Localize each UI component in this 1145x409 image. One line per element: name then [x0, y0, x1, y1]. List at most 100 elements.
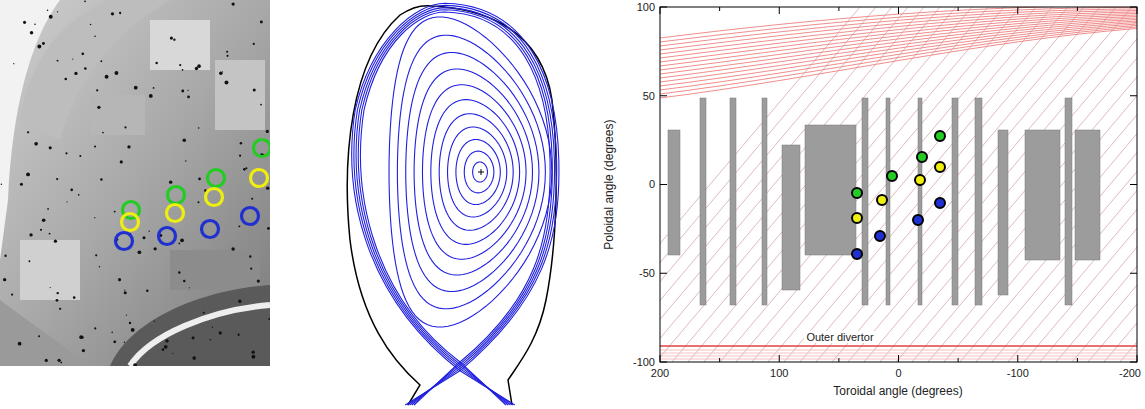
- speckle: [95, 254, 97, 256]
- speckle: [26, 172, 30, 176]
- speckle: [231, 247, 234, 250]
- probe-circle: [208, 170, 225, 187]
- speckle: [40, 229, 42, 231]
- field-line: [672, 7, 972, 362]
- speckle: [96, 89, 98, 91]
- speckle: [84, 67, 87, 70]
- speckle: [90, 24, 91, 25]
- speckle: [49, 15, 53, 19]
- tick-mark: [660, 7, 667, 8]
- speckle: [266, 186, 269, 189]
- flux-contour: [361, 12, 551, 405]
- speckle: [192, 337, 195, 340]
- tick-mark: [1130, 184, 1137, 185]
- tick-mark: [1130, 273, 1137, 274]
- field-lines: [660, 7, 1137, 362]
- tick-mark: [719, 7, 720, 11]
- speckle: [81, 52, 84, 55]
- field-line: [660, 7, 892, 362]
- field-line: [832, 7, 1132, 362]
- wall-tiles: [668, 98, 1100, 305]
- probe-circle: [254, 140, 271, 157]
- speckle: [57, 60, 59, 62]
- tick-mark: [1130, 7, 1137, 8]
- speckle: [127, 145, 130, 148]
- tick-label: 0: [895, 367, 901, 379]
- plot-frame: [660, 7, 1137, 362]
- probe-point: [935, 198, 945, 208]
- probe-points: [852, 131, 945, 259]
- flux-contour: [356, 8, 554, 405]
- speckle: [11, 293, 13, 295]
- speckle: [124, 342, 125, 343]
- speckle: [28, 260, 30, 262]
- speckle: [30, 31, 33, 34]
- field-line: [660, 353, 1137, 354]
- speckle: [20, 183, 23, 186]
- tick-mark: [898, 355, 899, 362]
- speckle: [198, 178, 201, 181]
- speckle: [131, 328, 135, 332]
- speckle: [66, 201, 67, 202]
- field-line: [912, 7, 1137, 362]
- speckle: [251, 198, 253, 200]
- probe-point: [852, 213, 862, 223]
- wall-tile: [805, 125, 856, 255]
- divertor-line: [660, 345, 1137, 347]
- speckle: [1, 183, 2, 184]
- wall-tile: [730, 98, 736, 305]
- field-line: [1024, 7, 1137, 362]
- tick-mark: [838, 358, 839, 362]
- speckle: [260, 21, 263, 24]
- speckle: [37, 44, 41, 48]
- speckle: [203, 312, 205, 314]
- speckle: [111, 332, 113, 334]
- speckle: [49, 146, 52, 149]
- speckle: [124, 289, 125, 290]
- speckle: [57, 11, 58, 12]
- tick-mark: [1130, 362, 1137, 363]
- tick-mark: [660, 184, 667, 185]
- speckle: [164, 345, 168, 349]
- flux-contour: [389, 17, 552, 327]
- speckle: [134, 86, 138, 90]
- speckle: [124, 126, 126, 128]
- field-line: [864, 7, 1137, 362]
- probe-point: [852, 188, 862, 198]
- field-line: [800, 7, 1100, 362]
- speckle: [111, 12, 114, 15]
- speckle: [74, 72, 77, 75]
- tick-label: 200: [651, 367, 669, 379]
- speckle: [70, 189, 73, 192]
- wall-tile: [700, 98, 706, 305]
- speckle: [42, 218, 46, 222]
- probe-circle: [159, 228, 176, 245]
- tick-mark: [1077, 7, 1078, 11]
- field-line: [704, 7, 1004, 362]
- speckle: [239, 155, 241, 157]
- speckle: [170, 37, 173, 40]
- tick-mark: [719, 358, 720, 362]
- flux-contour: [439, 114, 513, 230]
- speckle: [165, 339, 168, 342]
- tick-label: -100: [633, 356, 655, 368]
- speckle: [189, 287, 190, 288]
- tick-mark: [958, 7, 959, 11]
- speckle: [182, 138, 186, 142]
- tick-label: -50: [639, 267, 655, 279]
- flux-contour: [456, 139, 500, 204]
- vessel-panel: [90, 95, 145, 135]
- speckle: [250, 268, 252, 270]
- field-line: [976, 7, 1137, 362]
- field-line: [1104, 7, 1137, 362]
- speckle: [47, 10, 48, 11]
- speckle: [56, 299, 59, 302]
- speckle: [57, 359, 60, 362]
- speckle: [50, 287, 51, 288]
- speckle: [56, 178, 58, 180]
- tick-label: -200: [1119, 367, 1141, 379]
- flux-contour: [464, 151, 494, 193]
- flux-contour: [431, 100, 520, 245]
- speckle: [153, 247, 156, 250]
